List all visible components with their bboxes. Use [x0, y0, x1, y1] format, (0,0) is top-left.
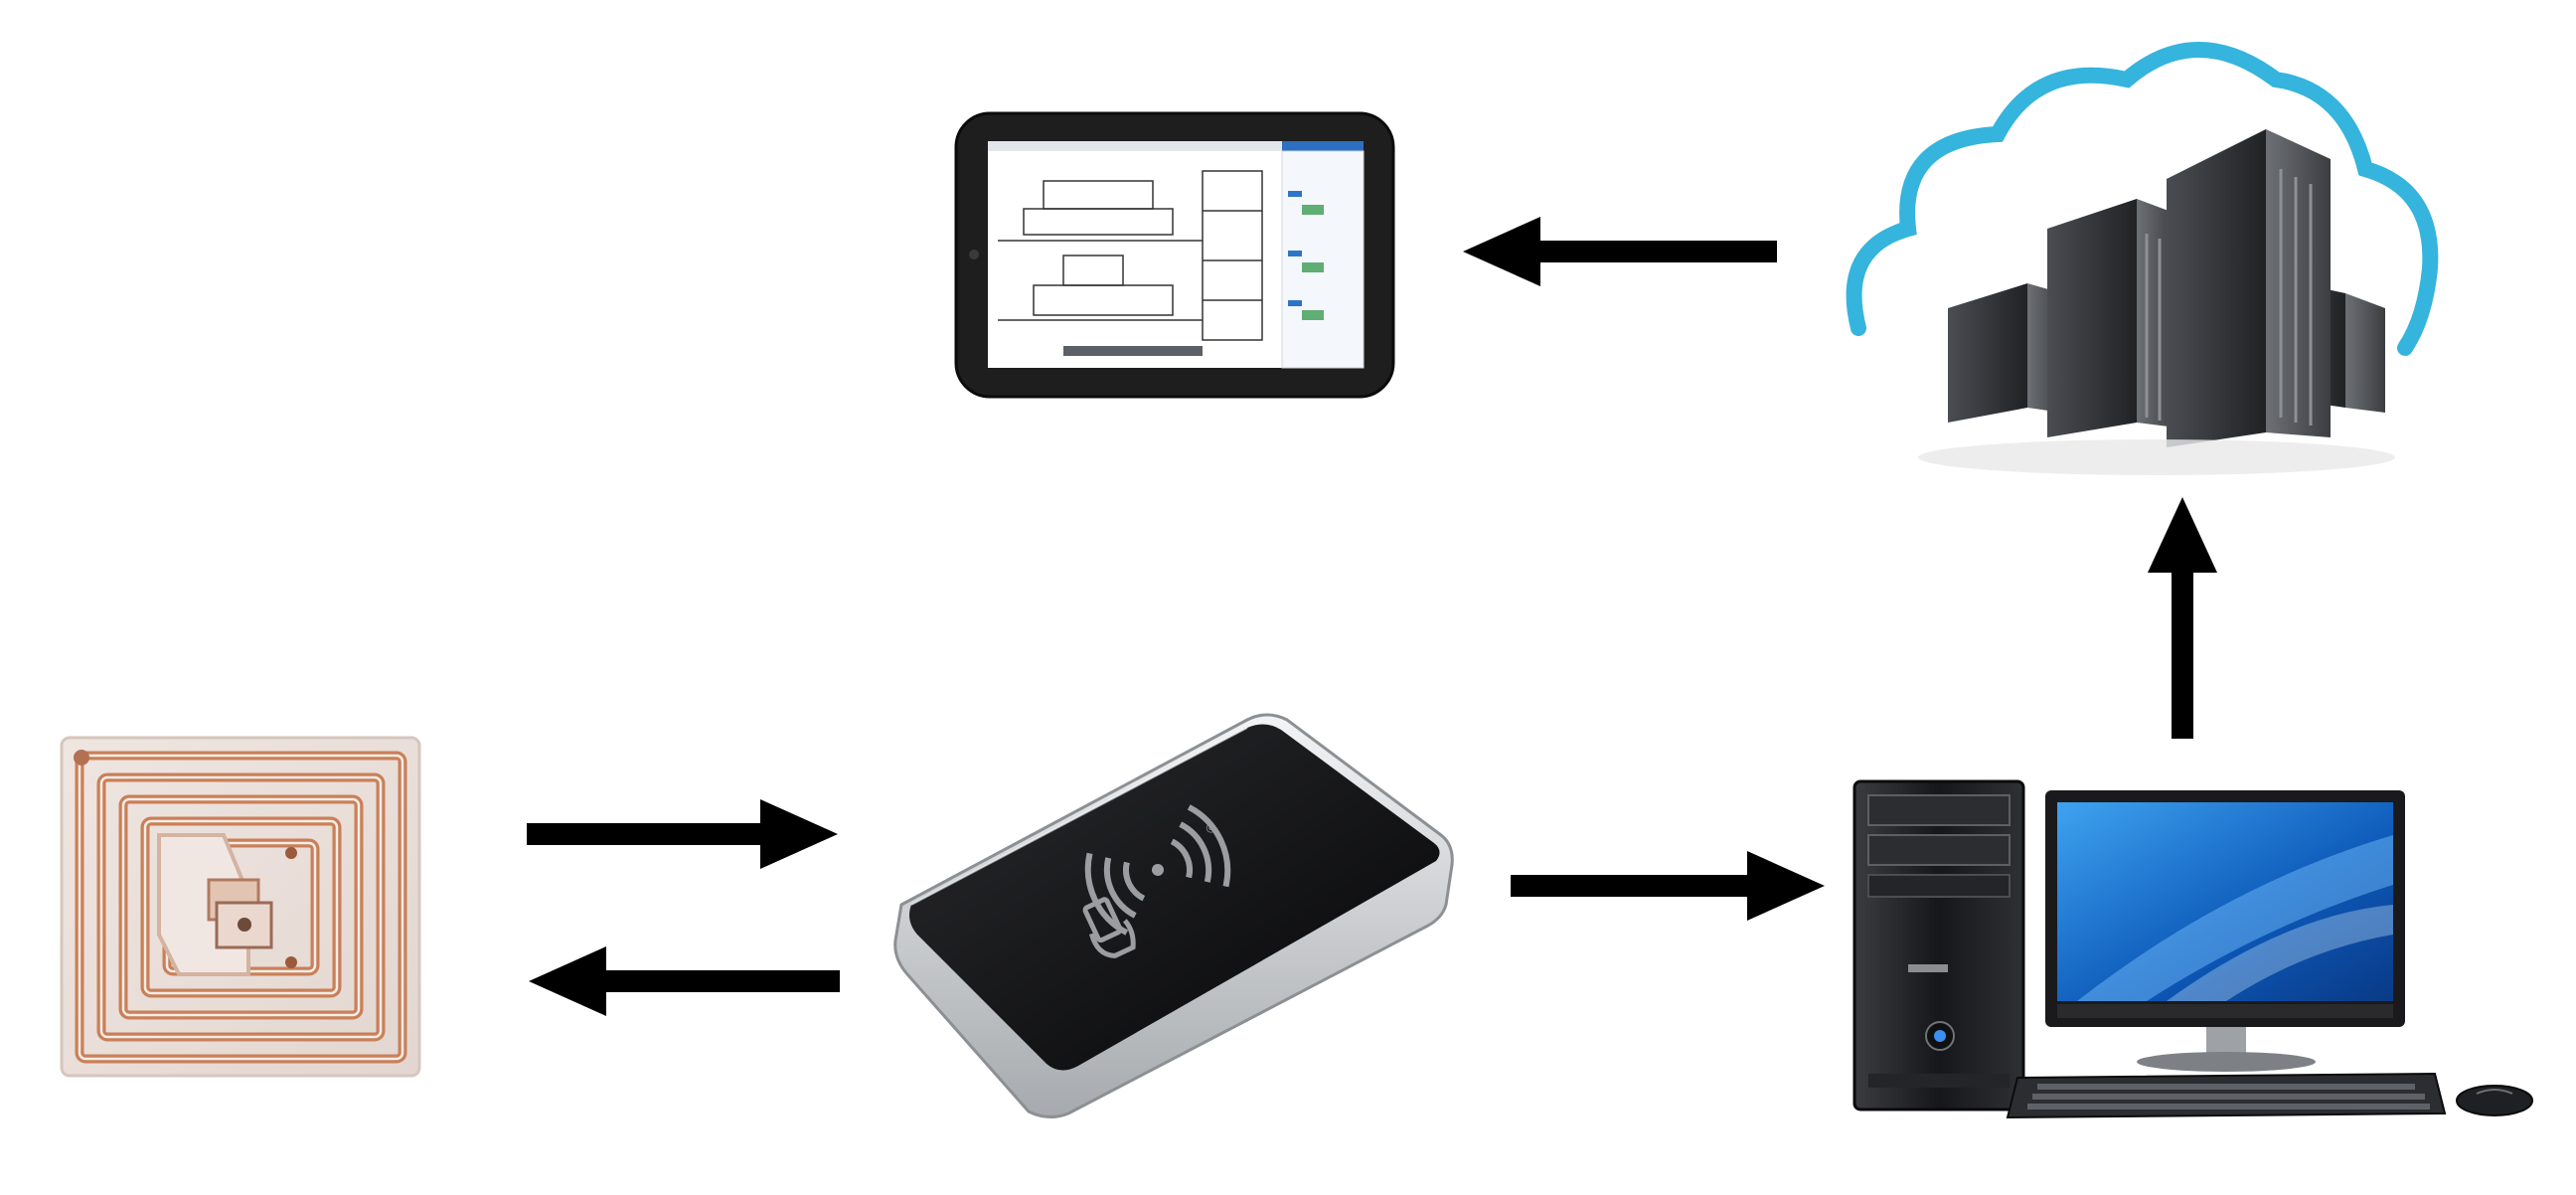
cloud-server-icon — [1846, 42, 2439, 475]
tablet-node — [954, 111, 1396, 400]
desktop-computer-icon — [1852, 779, 2533, 1119]
tablet-icon — [954, 111, 1395, 399]
rfid-tag-node — [60, 736, 422, 1079]
arrow-up-computer-to-cloud — [2148, 497, 2217, 739]
cloud-servers-node — [1829, 20, 2455, 487]
arrow-left-cloud-to-tablet — [1463, 217, 1777, 286]
arrow-right-tag-to-reader — [527, 799, 838, 869]
arrow-right-reader-to-computer — [1511, 851, 1825, 921]
rfid-reader-node: ◎ — [889, 706, 1456, 1123]
rfid-reader-icon: ◎ — [893, 713, 1454, 1118]
desktop-computer-node — [1849, 775, 2544, 1133]
arrow-left-reader-to-tag — [529, 946, 840, 1016]
rfid-tag-icon — [60, 736, 421, 1078]
